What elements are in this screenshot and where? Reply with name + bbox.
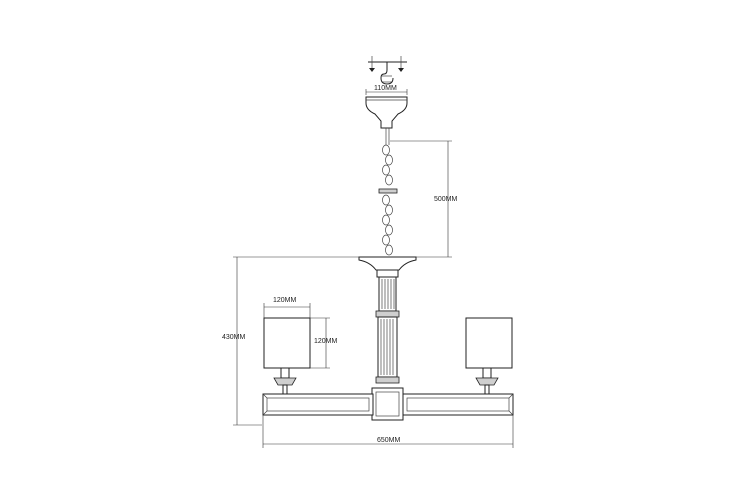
chain-length-label: 500MM xyxy=(434,196,458,203)
left-lamp xyxy=(263,317,311,395)
total-width-dimension xyxy=(262,415,514,448)
shade-height-label: 120MM xyxy=(314,338,338,345)
total-height-dimension xyxy=(233,256,360,426)
canopy xyxy=(365,89,408,129)
total-width-label: 650MM xyxy=(377,437,401,444)
mounting-hook xyxy=(368,56,407,85)
shade-height-dimension xyxy=(310,317,330,369)
central-column xyxy=(358,256,417,421)
shade-width-label: 120MM xyxy=(273,297,297,304)
canopy-width-label: 110MM xyxy=(374,85,397,92)
right-lamp xyxy=(465,317,513,395)
total-height-label: 430MM xyxy=(222,334,246,341)
horizontal-arm xyxy=(262,393,514,416)
shade-width-dimension xyxy=(263,303,311,318)
chain xyxy=(378,128,398,256)
